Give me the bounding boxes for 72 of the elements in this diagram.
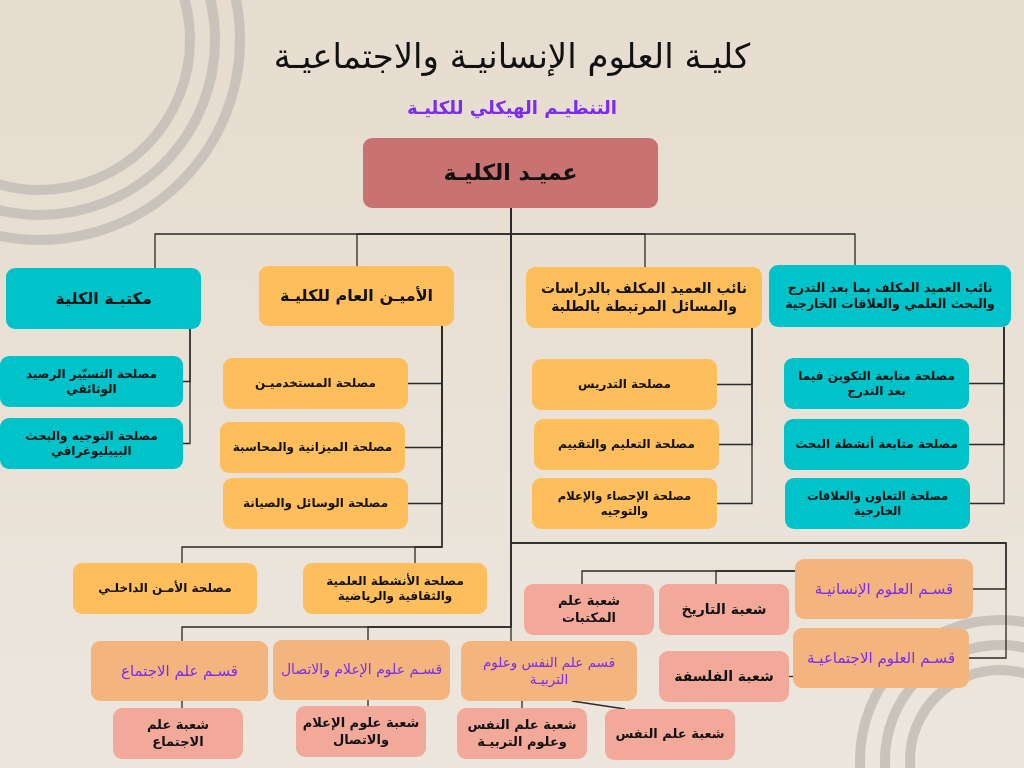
box-label: شعبة علوم الإعلام والاتصال <box>302 715 420 748</box>
box-label: شعبة الفلسفة <box>674 667 774 686</box>
connector-line <box>969 326 1005 505</box>
org-box <box>605 709 735 760</box>
box-label: مصلحة متابعة التكوين فيما بعد التدرج <box>797 368 956 399</box>
org-box <box>526 267 762 328</box>
connector-line <box>414 325 443 564</box>
org-box <box>91 641 268 701</box>
box-label: شعبة علم الاجتماع <box>145 717 211 750</box>
box-label: مصلحة التسيّير الرصيد الوثائقي <box>25 366 158 397</box>
box-label: الأميـن العام للكليـة <box>279 286 434 306</box>
org-box <box>6 268 201 329</box>
chart-title: كليـة العلوم الإنسانيـة والاجتماعيـة <box>272 36 752 76</box>
org-box <box>73 563 257 614</box>
org-box <box>795 559 973 619</box>
box-label: شعبة علم المكتبات <box>556 593 622 626</box>
box-label: شعبة التاريخ <box>681 600 767 619</box>
connector-line <box>716 327 753 505</box>
org-box <box>784 419 969 470</box>
box-label: نائب العميد المكلف بما بعد التدرج والبحث العلمي والعلاقات الخارجية <box>784 280 996 312</box>
box-label: مصلحة التدريس <box>577 377 672 392</box>
org-box <box>524 584 654 635</box>
org-box <box>532 478 717 529</box>
org-box <box>296 706 426 757</box>
org-box <box>273 640 450 700</box>
box-label: قسم علم النفس وعلوم التربيـة <box>481 654 617 688</box>
org-box <box>461 641 637 701</box>
box-label: مصلحة الأمـن الداخلـي <box>98 581 232 596</box>
box-label: قسـم العلوم الإنسانيـة <box>814 579 954 599</box>
org-box <box>793 628 969 688</box>
org-box <box>223 358 408 409</box>
org-box <box>363 138 658 208</box>
box-label: قسـم العلوم الاجتماعيـة <box>806 648 956 668</box>
box-label: مصلحة الأنشطة العلمية والثقافية والرياضية <box>325 573 465 604</box>
org-box <box>0 418 183 469</box>
connector-line <box>181 700 183 709</box>
connector-line <box>521 700 523 709</box>
connector-line <box>788 675 794 678</box>
connector-line <box>367 699 369 707</box>
box-label: مصلحة المستخدميـن <box>255 376 376 391</box>
box-label: مصلحة الإحصاء والإعلام والتوجيه <box>556 489 693 518</box>
box-label: مصلحة الوسائل والصيانة <box>242 496 389 511</box>
org-box <box>113 708 243 759</box>
org-box <box>659 651 789 702</box>
connector-line <box>182 328 191 445</box>
org-box <box>303 563 487 614</box>
box-label: مصلحة الميزانية والمحاسبة <box>232 440 393 455</box>
org-box <box>259 266 454 326</box>
org-box <box>532 359 717 410</box>
box-label: شعبة علم النفس وعلوم التربيـة <box>466 717 578 750</box>
org-box <box>769 265 1011 327</box>
box-label: نائب العميد المكلف بالدراسات والمسائل المرتبطة بالطلبة <box>539 280 749 315</box>
connector-line <box>571 700 626 710</box>
box-label: مكتبـة الكلية <box>55 288 152 309</box>
box-label: مصلحة متابعة أنشطة البحث <box>795 437 958 452</box>
box-label: عميـد الكليـة <box>443 159 578 187</box>
connector-line <box>581 570 796 585</box>
org-box <box>659 584 789 635</box>
org-box <box>223 478 408 529</box>
org-box <box>534 419 719 470</box>
org-box <box>220 422 405 473</box>
org-box <box>457 708 587 759</box>
chart-subtitle: التنظيـم الهيكلي للكليـة <box>406 97 618 118</box>
box-label: قسـم علوم الإعلام والاتصال <box>280 661 443 679</box>
box-label: قسـم علم الاجتماع <box>120 661 239 681</box>
box-label: مصلحة التوجيه والبحث البيبليوغرافي <box>24 428 159 459</box>
org-box <box>785 478 970 529</box>
box-label: شعبة علم النفس <box>615 726 725 743</box>
org-box <box>0 356 183 407</box>
box-label: مصلحة التعاون والعلاقات الخارجية <box>805 489 950 518</box>
box-label: مصلحة التعليم والتقييم <box>558 437 695 452</box>
org-box <box>784 358 969 409</box>
